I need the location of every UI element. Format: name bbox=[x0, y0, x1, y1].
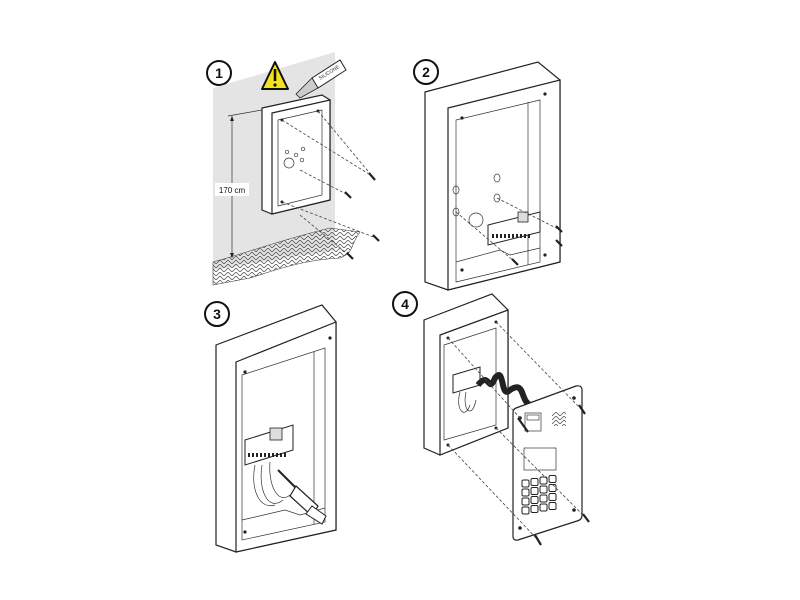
keypad-key bbox=[530, 478, 539, 486]
svg-text:4: 4 bbox=[401, 296, 409, 312]
keypad-key bbox=[530, 505, 539, 513]
display bbox=[523, 447, 557, 471]
terminal-board bbox=[244, 424, 294, 466]
floor bbox=[212, 227, 361, 286]
warning-triangle-icon bbox=[261, 61, 289, 90]
step-2-panel: 2 bbox=[413, 59, 563, 291]
step-4-panel: 4 bbox=[392, 291, 590, 546]
keypad-panel bbox=[512, 385, 583, 541]
keypad-key bbox=[530, 496, 539, 504]
screwdriver bbox=[277, 469, 327, 525]
terminal-board bbox=[487, 211, 541, 246]
step-1-marker: 1 bbox=[206, 60, 232, 86]
screws-4 bbox=[447, 321, 590, 546]
keypad-key bbox=[539, 494, 548, 503]
keypad-key bbox=[539, 485, 548, 494]
svg-text:3: 3 bbox=[213, 306, 221, 322]
keypad-key bbox=[548, 484, 557, 492]
step-2-marker: 2 bbox=[413, 59, 439, 85]
camera-window bbox=[524, 412, 542, 432]
keypad-key bbox=[530, 487, 539, 495]
keypad-key bbox=[539, 476, 548, 485]
keypad-key bbox=[521, 479, 530, 488]
keypad-key bbox=[521, 506, 530, 515]
keypad-key bbox=[521, 488, 530, 497]
silicone-tube: SILICONE bbox=[295, 59, 347, 99]
mounting-box-wiring bbox=[215, 304, 337, 553]
screws-1 bbox=[281, 110, 380, 260]
keypad-key bbox=[521, 497, 530, 506]
ribbon-cable bbox=[475, 372, 532, 408]
step-1-panel: 1 SILICONE 170 cm bbox=[206, 52, 380, 286]
height-dimension: 170 cm bbox=[215, 109, 263, 258]
keypad-key bbox=[539, 503, 548, 512]
step-3-marker: 3 bbox=[204, 301, 230, 327]
svg-text:1: 1 bbox=[215, 65, 223, 81]
keypad-buttons bbox=[521, 475, 557, 515]
step-4-marker: 4 bbox=[392, 291, 418, 317]
speaker-grille bbox=[552, 412, 566, 426]
mounting-box-open bbox=[424, 61, 563, 291]
keypad-key bbox=[548, 502, 557, 510]
keypad-key bbox=[548, 493, 557, 501]
mounting-box-small bbox=[423, 293, 532, 456]
keypad-key bbox=[548, 475, 557, 483]
svg-text:170 cm: 170 cm bbox=[219, 186, 246, 195]
svg-text:2: 2 bbox=[422, 64, 430, 80]
step-3-panel: 3 bbox=[204, 301, 337, 553]
